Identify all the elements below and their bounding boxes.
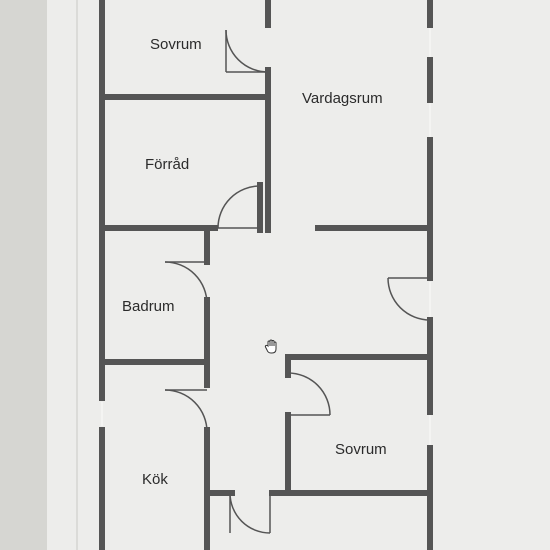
room-label-kok: Kök [142, 471, 168, 488]
door-kok[interactable] [164, 389, 208, 433]
doors [164, 29, 431, 534]
room-label-vardagsrum: Vardagsrum [302, 90, 383, 107]
canvas-area [47, 0, 550, 550]
room-label-sovrum-top: Sovrum [150, 36, 202, 53]
room-label-sovrum-bottom: Sovrum [335, 441, 387, 458]
door-badrum[interactable] [164, 261, 208, 305]
door-sovrum-bottom[interactable] [287, 372, 331, 416]
hand-cursor-icon [264, 339, 277, 354]
door-sovrum-top[interactable] [225, 29, 269, 73]
door-forrad[interactable] [217, 185, 261, 229]
walls [99, 0, 433, 550]
door-vardagsrum[interactable] [387, 277, 431, 321]
door-bottom[interactable] [229, 492, 271, 534]
room-label-forrad: Förråd [145, 156, 190, 173]
windows [101, 28, 431, 445]
room-label-badrum: Badrum [122, 298, 175, 315]
